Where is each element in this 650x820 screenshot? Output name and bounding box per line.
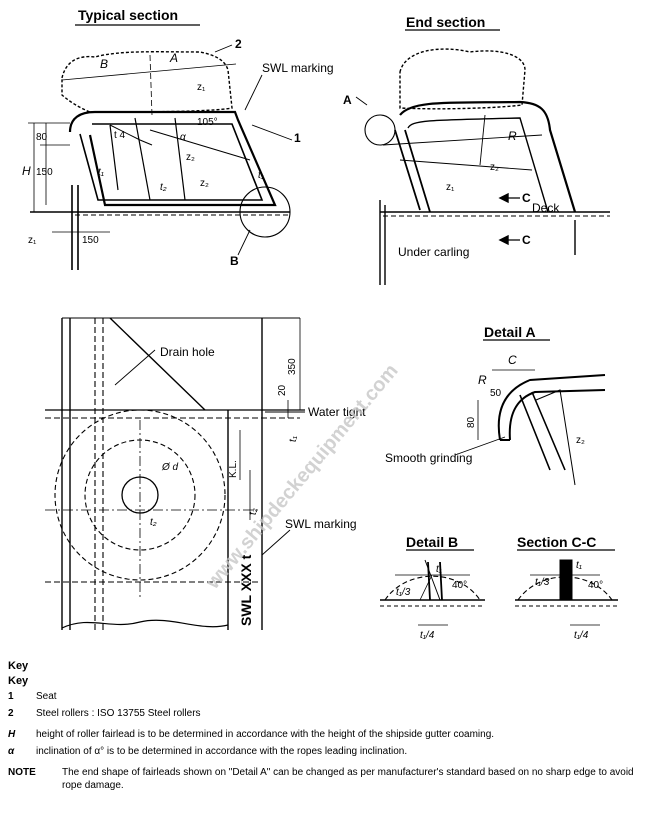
weld-z2-end: z₂ <box>490 162 499 173</box>
thk-t2-plan: t₂ <box>150 517 157 528</box>
deck-label: Deck <box>532 201 560 215</box>
detail-a-ref: A <box>343 93 352 107</box>
roller-outline-typical <box>61 51 233 113</box>
section-c-lower: C <box>522 233 531 247</box>
weld-z2-upper: z₂ <box>186 152 195 163</box>
legend-symbol-text: inclination of α° is to be determined in… <box>36 746 408 757</box>
dim-150-horizontal: 150 <box>82 235 99 246</box>
detail-b-ref: B <box>230 254 239 268</box>
legend-item: 2 Steel rollers : ISO 13755 Steel roller… <box>8 707 644 720</box>
fairlead-drawing: Typical section B A 2 SWL marking z₁ 105… <box>22 7 618 641</box>
smooth-grinding-label: Smooth grinding <box>385 451 472 465</box>
weld-z1-end: z₁ <box>446 182 455 193</box>
angle-105-label: 105° <box>197 117 218 128</box>
swl-plate-text: SWL XXX t <box>238 554 254 626</box>
dim-r-detail-a: R <box>478 373 487 387</box>
detail-a-title: Detail A <box>484 324 536 340</box>
key-heading-1: Key <box>8 660 29 672</box>
dim-t1-4-detail-b: t₁/4 <box>420 630 435 641</box>
end-section-title: End section <box>406 14 485 30</box>
section-cc-view <box>515 549 618 626</box>
dim-a-label: A <box>169 51 178 65</box>
dim-r-end: R <box>508 129 517 143</box>
roller-outline-end <box>399 48 526 110</box>
angle-alpha-label: α <box>180 132 186 143</box>
dim-80-detail-a: 80 <box>466 416 477 428</box>
dim-t1-3-section-cc: t₁/3 <box>535 577 550 588</box>
legend-symbol: α inclination of α° is to be determined … <box>8 745 644 758</box>
end-section-view <box>355 29 610 285</box>
legend-symbol-key: H <box>8 729 16 740</box>
under-carling-label: Under carling <box>398 245 469 259</box>
legend-item: 1 Seat <box>8 690 644 703</box>
weld-z2-detail-a: z₂ <box>576 435 585 446</box>
note-text: The end shape of fairleads shown on "Det… <box>62 767 634 791</box>
drain-hole-label: Drain hole <box>160 345 215 359</box>
dim-150-vertical: 150 <box>36 167 53 178</box>
dim-b-label: B <box>100 57 108 71</box>
typical-section-view <box>28 24 293 270</box>
weld-z2-lower: z₂ <box>200 178 209 189</box>
dim-kl-label: K.L. <box>228 460 239 478</box>
note-row: NOTE The end shape of fairleads shown on… <box>8 766 644 792</box>
swl-marking-typical: SWL marking <box>262 61 334 75</box>
callout-2: 2 <box>235 37 242 51</box>
angle-40-detail-b: 40° <box>452 580 467 591</box>
legend: Key Key 1 Seat 2 Steel rollers : ISO 137… <box>8 660 644 792</box>
angle-40-section-cc: 40° <box>588 580 603 591</box>
legend-key: 1 <box>8 691 14 702</box>
water-tight-label: Water tight <box>308 405 366 419</box>
callout-1: 1 <box>294 131 301 145</box>
thk-t1-detail-b: t₁ <box>436 564 442 575</box>
dim-d-label: Ø d <box>161 462 179 473</box>
dim-80-typical: 80 <box>36 132 48 143</box>
weld-z1-top: z₁ <box>197 82 206 93</box>
detail-b-view <box>380 549 485 626</box>
swl-marking-plan: SWL marking <box>285 517 357 531</box>
detail-b-title: Detail B <box>406 534 458 550</box>
section-cc-title: Section C-C <box>517 534 596 550</box>
thk-t1-section-cc: t₁ <box>576 560 582 571</box>
dim-20-label: 20 <box>277 384 288 396</box>
dim-c-label: C <box>508 353 517 367</box>
thk-t1-plan: t₁ <box>288 436 299 442</box>
key-heading-2: Key <box>8 675 29 687</box>
plan-view <box>45 317 305 630</box>
legend-symbol-text: height of roller fairlead is to be deter… <box>36 729 495 740</box>
typical-section-title: Typical section <box>78 7 178 23</box>
legend-symbol-key: α <box>8 746 15 757</box>
weld-z1-bottom: z₁ <box>28 235 37 246</box>
legend-key: 2 <box>8 708 14 719</box>
legend-symbol: H height of roller fairlead is to be det… <box>8 728 644 741</box>
thk-t1-right: t₁ <box>258 170 264 181</box>
dim-t1-3-detail-b: t₁/3 <box>396 587 411 598</box>
note-label: NOTE <box>8 767 36 778</box>
dim-350-label: 350 <box>287 358 298 375</box>
dim-50-label: 50 <box>490 388 502 399</box>
fairlead-frame-typical <box>68 110 277 207</box>
section-c-upper: C <box>522 191 531 205</box>
thk-t2-plan-right: t₂ <box>248 508 259 515</box>
legend-text: Seat <box>36 691 57 702</box>
thk-t1-typical: t₁ <box>98 167 104 178</box>
legend-text: Steel rollers : ISO 13755 Steel rollers <box>36 708 201 719</box>
dim-t4-label: t 4 <box>114 130 126 141</box>
thk-t2-typical: t₂ <box>160 182 167 193</box>
dim-t1-4-section-cc: t₁/4 <box>574 630 589 641</box>
dim-h-label: H <box>22 164 31 178</box>
detail-a-view <box>454 339 606 486</box>
